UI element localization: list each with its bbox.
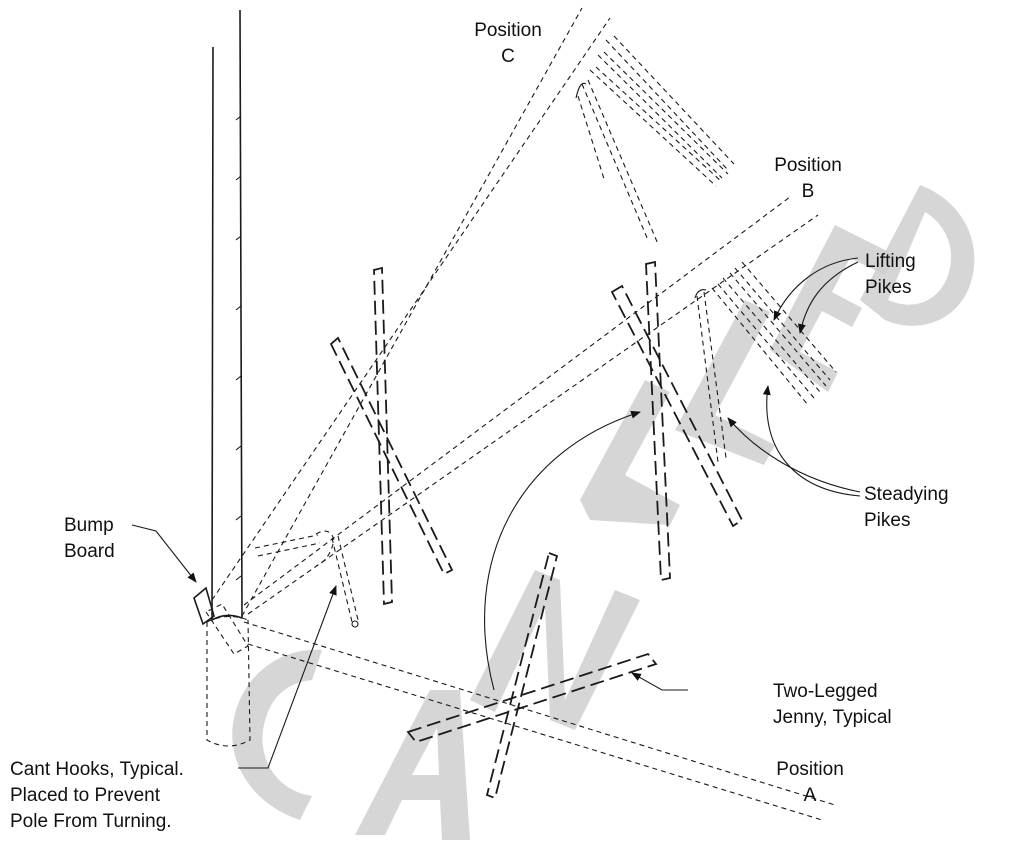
label-position-a: Position A xyxy=(776,759,844,806)
label-lifting-pikes-line1: Lifting xyxy=(865,251,916,272)
label-cant-hooks: Cant Hooks, Typical. Placed to Prevent P… xyxy=(10,759,184,832)
label-position-c-line2: C xyxy=(501,46,515,67)
label-position-c-line1: Position xyxy=(474,20,542,41)
pole-hole xyxy=(206,615,251,747)
label-lifting-pikes: Lifting Pikes xyxy=(865,251,916,298)
cancelled-watermark xyxy=(232,185,975,840)
label-position-b-line2: B xyxy=(802,181,815,202)
jenny-position-c xyxy=(329,266,454,606)
label-cant-hooks-line1: Cant Hooks, Typical. xyxy=(10,759,184,780)
label-lifting-pikes-line2: Pikes xyxy=(865,277,911,298)
label-cant-hooks-line2: Placed to Prevent xyxy=(10,785,161,806)
label-position-a-line2: A xyxy=(804,785,817,806)
pole-position-a xyxy=(243,621,836,821)
label-bump-board-line1: Bump xyxy=(64,515,114,536)
pole-position-b xyxy=(243,196,819,615)
label-steadying-pikes: Steadying Pikes xyxy=(864,484,949,531)
pikes-position-b xyxy=(694,261,837,463)
pikes-position-c xyxy=(575,35,735,245)
label-two-legged-jenny-line2: Jenny, Typical xyxy=(773,707,892,728)
jenny-position-b xyxy=(610,260,744,582)
label-position-b-line1: Position xyxy=(774,155,842,176)
label-cant-hooks-line3: Pole From Turning. xyxy=(10,811,172,832)
label-bump-board-line2: Board xyxy=(64,541,115,562)
bump-board-shape xyxy=(193,586,249,655)
label-bump-board: Bump Board xyxy=(64,515,115,562)
cant-hooks xyxy=(254,530,359,628)
label-position-a-line1: Position xyxy=(776,759,844,780)
pole-position-c xyxy=(211,7,611,617)
pole-vertical xyxy=(211,9,243,621)
label-two-legged-jenny: Two-Legged Jenny, Typical xyxy=(773,681,892,728)
label-position-b: Position B xyxy=(774,155,842,202)
label-steadying-pikes-line2: Pikes xyxy=(864,510,910,531)
label-steadying-pikes-line1: Steadying xyxy=(864,484,949,505)
leaders xyxy=(131,257,861,769)
label-two-legged-jenny-line1: Two-Legged xyxy=(773,681,878,702)
jenny-position-a xyxy=(406,551,658,800)
label-position-c: Position C xyxy=(474,20,542,67)
